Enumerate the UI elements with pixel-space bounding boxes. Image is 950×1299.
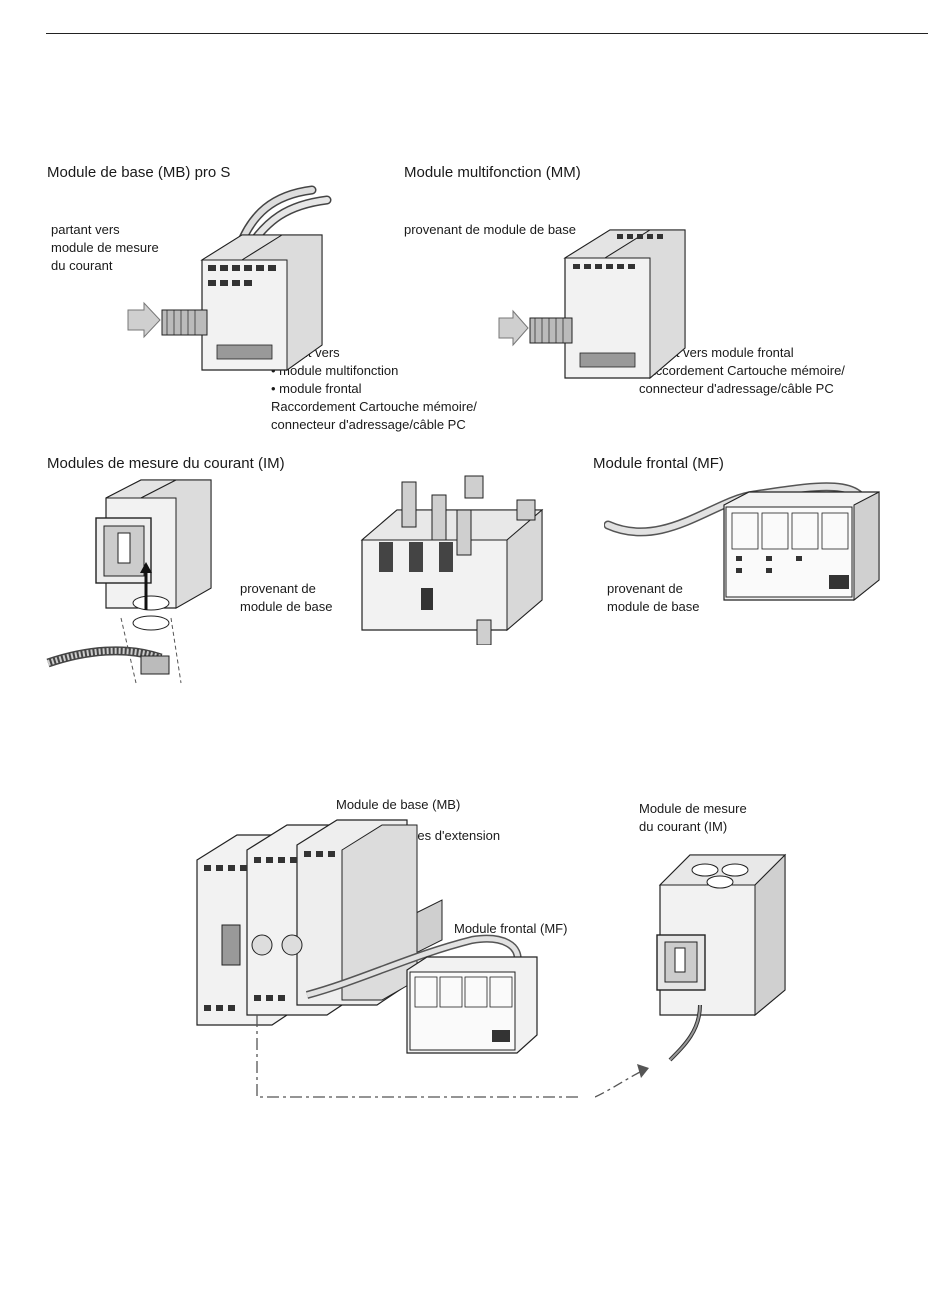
mf-note-2: module de base <box>607 599 700 614</box>
mm-note-bottom-2: Raccordement Cartouche mémoire/ <box>639 363 845 378</box>
title-mm: Module multifonction (MM) <box>404 164 581 181</box>
system-route-arrow <box>595 1050 675 1100</box>
mm-drawing <box>495 218 695 383</box>
mf-note-1: provenant de <box>607 581 683 596</box>
mb-pro-s-drawing <box>122 185 337 375</box>
mb-note-bottom-4: Raccordement Cartouche mémoire/ <box>271 399 477 414</box>
mb-note-top-1: partant vers <box>51 222 120 237</box>
im-note-2: module de base <box>240 599 333 614</box>
mm-note-bottom-3: connecteur d'adressage/câble PC <box>639 381 834 396</box>
mm-note-top-1: provenant de module de base <box>404 222 577 237</box>
im-large-drawing <box>357 470 557 645</box>
mb-note-bottom-5: connecteur d'adressage/câble PC <box>271 417 466 432</box>
mf-drawing <box>604 470 894 615</box>
system-label-im-2: du courant (IM) <box>639 819 728 834</box>
mb-note-top-3: du courant <box>51 258 113 273</box>
mb-note-top-2: module de mesure <box>51 240 159 255</box>
mb-note-bottom-2: • module multifonction <box>271 363 399 378</box>
title-im: Modules de mesure du courant (IM) <box>47 455 285 472</box>
system-assembly-drawing <box>192 805 582 1105</box>
title-mb-pro-s: Module de base (MB) pro S <box>47 164 231 181</box>
system-label-im-1: Module de mesure <box>639 801 747 816</box>
system-label-mb: Module de base (MB) <box>336 797 461 812</box>
title-mf: Module frontal (MF) <box>593 455 724 472</box>
im-note-1: provenant de <box>240 581 316 596</box>
im-small-drawing <box>46 478 226 690</box>
mb-note-bottom-3: • module frontal <box>271 381 362 396</box>
top-rule <box>46 33 928 34</box>
system-im-drawing <box>655 840 795 1075</box>
system-label-mf: Module frontal (MF) <box>454 921 568 936</box>
